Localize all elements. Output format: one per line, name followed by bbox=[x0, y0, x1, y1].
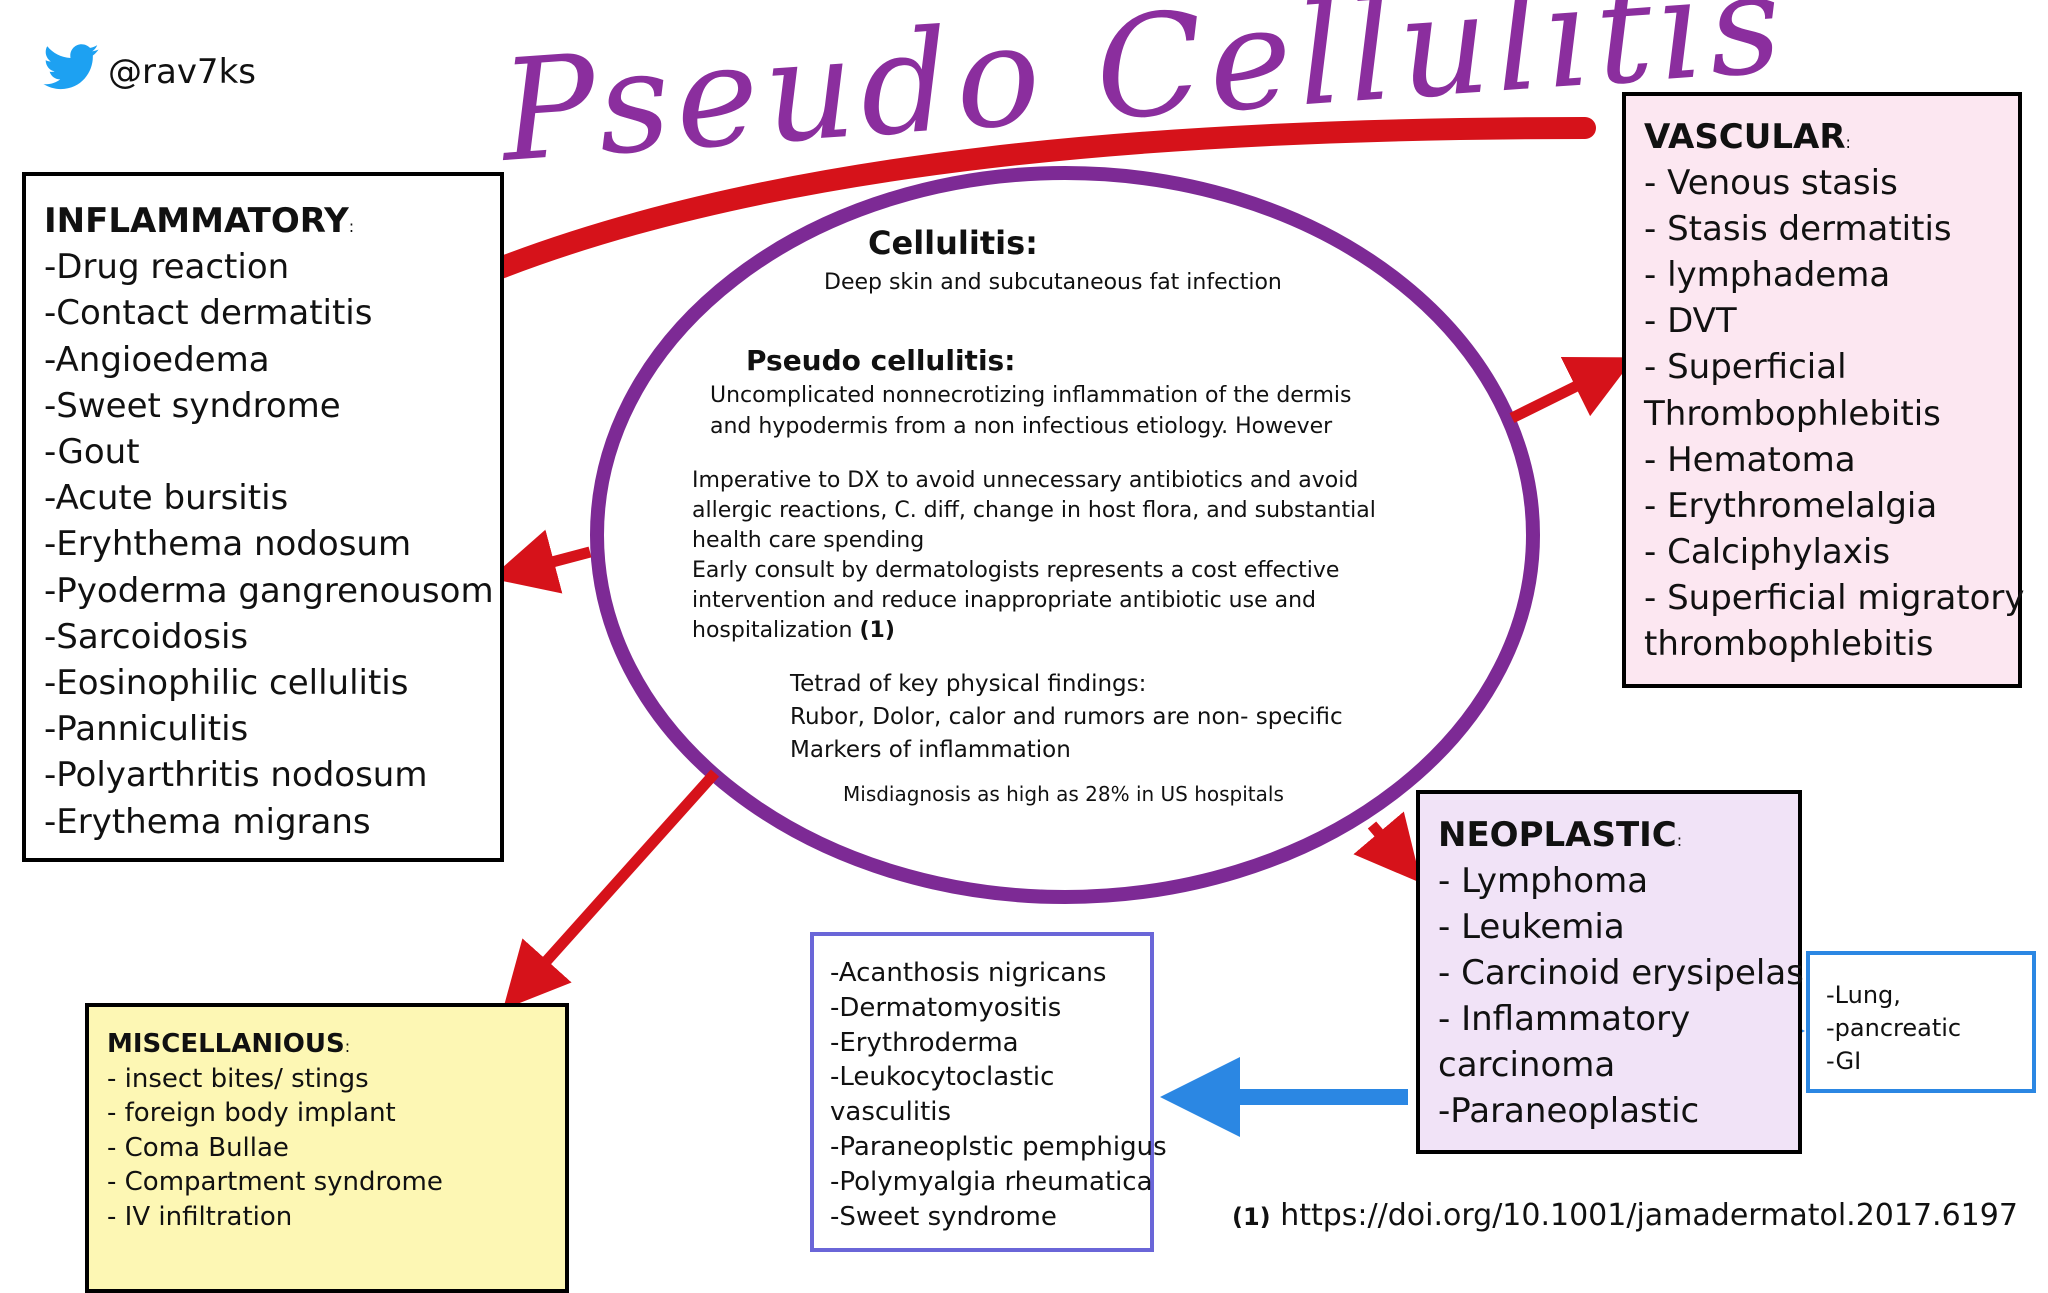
list-item: -Acanthosis nigricans bbox=[830, 958, 1107, 988]
list-item: - Inflammatory bbox=[1438, 999, 1691, 1039]
list-item: -Polymyalgia rheumatica bbox=[830, 1166, 1153, 1197]
page-title: Pseudo Cellulitis bbox=[493, 0, 1792, 194]
list-item: - Leukemia bbox=[1438, 907, 1625, 947]
list-item: -Drug reaction bbox=[44, 247, 290, 288]
list-item: -Acute bursitis bbox=[44, 478, 289, 519]
inflammatory-box: INFLAMMATORY: -Drug reaction -Contact de… bbox=[22, 172, 504, 862]
miscellaneous-box: MISCELLANIOUS: - insect bites/ stings - … bbox=[85, 1003, 569, 1293]
imperative-text: Imperative to DX to avoid unnecessary an… bbox=[692, 468, 1376, 553]
list-item: - Carcinoid erysipelas bbox=[1438, 953, 1804, 993]
list-item: vasculitis bbox=[830, 1097, 952, 1128]
misdiagnosis-note: Misdiagnosis as high as 28% in US hospit… bbox=[843, 782, 1284, 806]
list-item: -Pyoderma gangrenousom bbox=[44, 570, 494, 611]
list-item: - lymphadema bbox=[1644, 255, 1891, 296]
list-item: - Coma Bullae bbox=[107, 1132, 289, 1163]
arrow-to-vascular bbox=[1509, 357, 1635, 423]
list-item: - Compartment syndrome bbox=[107, 1167, 443, 1197]
list-item: -Paraneoplastic bbox=[1438, 1091, 1700, 1131]
list-item: -Sarcoidosis bbox=[44, 616, 249, 657]
list-item: - Superficial bbox=[1644, 347, 1847, 388]
paraneoplastic-box: -Acanthosis nigricans -Dermatomyositis -… bbox=[810, 932, 1167, 1252]
arrow-to-neoplastic bbox=[1353, 811, 1422, 884]
imperative-paragraph: Imperative to DX to avoid unnecessary an… bbox=[692, 466, 1422, 646]
list-item: - Erythromelalgia bbox=[1644, 485, 1938, 526]
list-item: - Stasis dermatitis bbox=[1644, 209, 1952, 250]
list-item: carcinoma bbox=[1438, 1045, 1616, 1085]
pseudo-cellulitis-definition: Uncomplicated nonnecrotizing inflammatio… bbox=[710, 383, 1352, 439]
list-item: -GI bbox=[1826, 1047, 1862, 1075]
list-item: -Lung, bbox=[1826, 981, 1901, 1009]
list-item: -pancreatic bbox=[1826, 1014, 1962, 1042]
inflammatory-heading: INFLAMMATORY: bbox=[44, 201, 355, 241]
consult-text: Early consult by dermatologists represen… bbox=[692, 558, 1340, 643]
list-item: - Hematoma bbox=[1644, 439, 1856, 480]
list-item: - DVT bbox=[1644, 301, 1737, 342]
list-item: -Polyarthritis nodosum bbox=[44, 755, 428, 796]
list-item: - insect bites/ stings bbox=[107, 1063, 369, 1094]
list-item: -Eryhthema nodosum bbox=[44, 524, 412, 565]
list-item: -Contact dermatitis bbox=[44, 293, 373, 334]
arrow-to-inflammatory bbox=[490, 529, 592, 594]
list-item: thrombophlebitis bbox=[1644, 624, 1934, 665]
carcinoid-sites-box: -Lung, -pancreatic -GI bbox=[1806, 951, 2036, 1093]
list-item: - IV infiltration bbox=[107, 1201, 293, 1232]
list-item: -Dermatomyositis bbox=[830, 992, 1062, 1023]
twitter-bird-icon bbox=[42, 44, 100, 99]
pseudo-cellulitis-heading: Pseudo cellulitis: bbox=[746, 344, 1016, 377]
reference-citation: (1) https://doi.org/10.1001/jamadermatol… bbox=[1232, 1198, 2018, 1233]
list-item: - Superficial migratory bbox=[1644, 577, 2025, 618]
list-item: - Venous stasis bbox=[1644, 163, 1898, 204]
consult-reference: (1) bbox=[859, 618, 895, 643]
arrow-to-misc bbox=[502, 769, 720, 1010]
neoplastic-title: NEOPLASTIC bbox=[1438, 815, 1677, 855]
list-item: -Leukocytoclastic bbox=[830, 1062, 1055, 1093]
list-item: Thrombophlebitis bbox=[1644, 393, 1941, 434]
list-item: -Gout bbox=[44, 432, 140, 473]
list-item: -Eosinophilic cellulitis bbox=[44, 663, 409, 704]
tetrad-heading: Tetrad of key physical findings: bbox=[790, 671, 1147, 697]
list-item: -Sweet syndrome bbox=[830, 1201, 1057, 1232]
miscellaneous-title: MISCELLANIOUS bbox=[107, 1029, 345, 1059]
vascular-title: VASCULAR bbox=[1644, 117, 1846, 157]
inflammatory-title: INFLAMMATORY bbox=[44, 201, 349, 241]
vascular-box: VASCULAR: - Venous stasis - Stasis derma… bbox=[1622, 92, 2025, 688]
tetrad-paragraph: Tetrad of key physical findings: Rubor, … bbox=[790, 668, 1350, 767]
list-item: -Angioedema bbox=[44, 339, 270, 380]
tetrad-detail: Rubor, Dolor, calor and rumors are non- … bbox=[790, 704, 1343, 730]
list-item: - foreign body implant bbox=[107, 1098, 396, 1128]
author-credit: @rav7ks bbox=[42, 44, 256, 99]
list-item: -Erythroderma bbox=[830, 1027, 1019, 1058]
neoplastic-box: NEOPLASTIC: - Lymphoma - Leukemia - Carc… bbox=[1416, 790, 1804, 1154]
list-item: -Panniculitis bbox=[44, 709, 249, 750]
miscellaneous-heading: MISCELLANIOUS: bbox=[107, 1029, 351, 1059]
title-underline-swoosh bbox=[489, 117, 1596, 279]
reference-link[interactable]: https://doi.org/10.1001/jamadermatol.201… bbox=[1280, 1198, 2018, 1233]
list-item: -Paraneoplstic pemphigus bbox=[830, 1131, 1167, 1162]
tetrad-markers: Markers of inflammation bbox=[790, 737, 1071, 763]
cellulitis-definition: Deep skin and subcutaneous fat infection bbox=[824, 270, 1282, 295]
list-item: -Sweet syndrome bbox=[44, 385, 341, 426]
list-item: - Calciphylaxis bbox=[1644, 531, 1891, 572]
neoplastic-heading: NEOPLASTIC: bbox=[1438, 815, 1683, 855]
vascular-heading: VASCULAR: bbox=[1644, 117, 1851, 157]
twitter-handle-text: @rav7ks bbox=[108, 51, 256, 92]
reference-number: (1) bbox=[1232, 1203, 1271, 1231]
cellulitis-heading: Cellulitis: bbox=[868, 224, 1038, 262]
center-ellipse bbox=[590, 166, 1540, 904]
list-item: - Lymphoma bbox=[1438, 861, 1649, 901]
list-item: -Erythema migrans bbox=[44, 801, 371, 842]
